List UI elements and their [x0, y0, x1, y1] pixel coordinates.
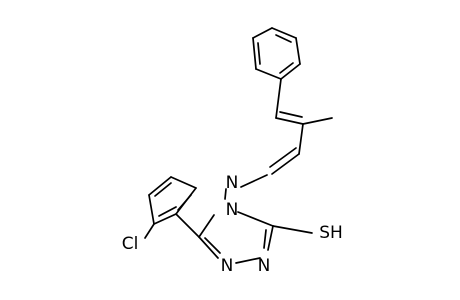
imine-linkage	[224, 174, 268, 200]
chlorophenyl-ring	[144, 176, 200, 239]
triazole-ring	[198, 211, 313, 264]
nitrogen-ring-a-label: N	[221, 256, 234, 276]
methylpropenyl-chain	[269, 78, 333, 175]
phenyl-ring	[252, 27, 301, 80]
chlorine-label: Cl	[122, 234, 139, 254]
nitrogen-ring-b-label: N	[258, 256, 271, 276]
nitrogen-imine-label: N	[226, 173, 239, 193]
thiol-label: SH	[319, 223, 343, 243]
nitrogen-amine-label: N	[226, 200, 239, 220]
